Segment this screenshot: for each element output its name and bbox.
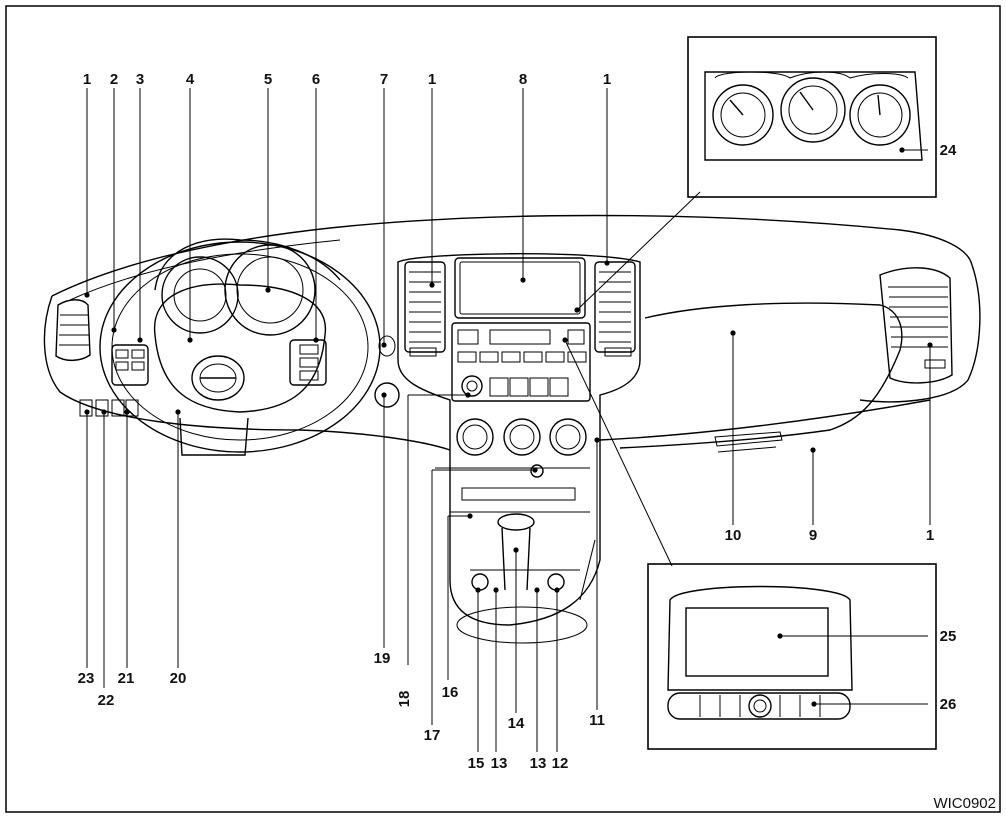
- callout-9: 9: [809, 527, 817, 544]
- callout-5: 5: [264, 71, 272, 88]
- figure-frame: [5, 5, 1001, 813]
- leader-dots: [84, 147, 933, 707]
- inset-audio: [647, 563, 937, 750]
- callout-14: 14: [508, 715, 525, 732]
- callout-25: 25: [940, 628, 957, 645]
- callout-1: 1: [428, 71, 436, 88]
- figure-code: WIC0902: [933, 795, 996, 812]
- callout-20: 20: [170, 670, 187, 687]
- callout-13: 13: [530, 755, 547, 772]
- callout-4: 4: [186, 71, 195, 88]
- callout-12: 12: [552, 755, 569, 772]
- callout-1: 1: [926, 527, 934, 544]
- callout-22: 22: [98, 692, 115, 709]
- callout-1: 1: [83, 71, 91, 88]
- callout-10: 10: [725, 527, 742, 544]
- dashboard-illustration: [43, 214, 981, 644]
- callout-26: 26: [940, 696, 957, 713]
- leader-lines: [86, 88, 931, 752]
- callout-19: 19: [374, 650, 391, 667]
- callout-6: 6: [312, 71, 320, 88]
- callout-3: 3: [136, 71, 144, 88]
- callout-labels: 1 2 3 4 5 6 7 1 8 1 24 10 9 1 25 26 23 2…: [78, 71, 957, 772]
- callout-17: 17: [424, 727, 441, 744]
- callout-8: 8: [519, 71, 527, 88]
- inset-gauges: [687, 36, 937, 198]
- callout-11: 11: [589, 712, 605, 729]
- callout-24: 24: [940, 142, 957, 159]
- callout-21: 21: [118, 670, 135, 687]
- callout-1: 1: [603, 71, 611, 88]
- callout-18: 18: [396, 691, 413, 708]
- callout-7: 7: [380, 71, 388, 88]
- callout-15: 15: [468, 755, 485, 772]
- callout-13: 13: [491, 755, 508, 772]
- callout-16: 16: [442, 684, 459, 701]
- callout-2: 2: [110, 71, 118, 88]
- callout-23: 23: [78, 670, 95, 687]
